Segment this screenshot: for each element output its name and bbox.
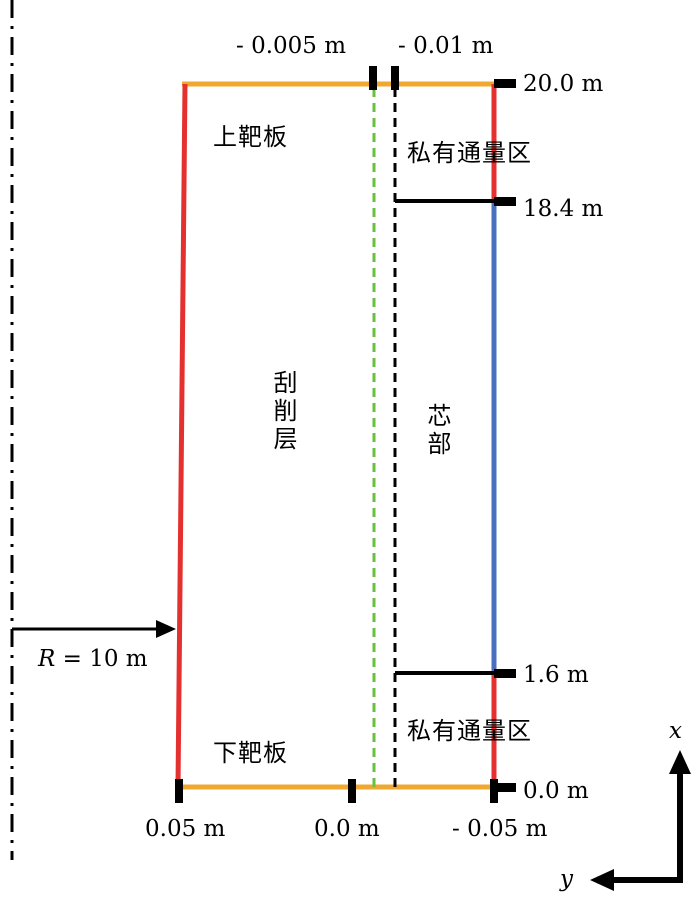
x-tick-label-20: 20.0 m	[523, 71, 604, 97]
private-flux-region-top-label: 私有通量区	[407, 139, 532, 167]
x-tick-marker-18-4	[494, 197, 516, 206]
x-tick-label-0: 0.0 m	[523, 778, 589, 804]
y-axis-label: y	[560, 866, 573, 892]
y-tick-marker-left	[175, 779, 183, 803]
y-tick-label-right: - 0.05 m	[452, 816, 548, 842]
y-tick-marker-right	[490, 779, 498, 803]
outer-wall-line	[175, 83, 188, 788]
marker-top-black	[391, 66, 399, 90]
marker-top-green	[369, 66, 377, 90]
x-tick-marker-20	[494, 79, 516, 88]
private-flux-region-bottom-label: 私有通量区	[407, 717, 532, 745]
y-tick-label-middle: 0.0 m	[314, 816, 380, 842]
x-axis-arrow-head	[669, 750, 691, 774]
lower-target-label: 下靶板	[213, 739, 288, 767]
radius-label: R = 10 m	[38, 648, 148, 671]
radius-arrow-head	[156, 620, 176, 638]
x-axis-label: x	[669, 718, 682, 744]
y-tick-marker-middle	[348, 779, 356, 803]
y-axis-arrow-head	[590, 869, 614, 891]
x-tick-label-1-6: 1.6 m	[523, 662, 589, 688]
core-region-label: 芯部	[423, 403, 451, 459]
top-label-left: - 0.005 m	[236, 33, 347, 59]
scrape-off-layer-label: 刮削层	[269, 370, 297, 454]
x-tick-marker-1-6	[494, 669, 516, 678]
upper-target-label: 上靶板	[213, 123, 288, 151]
radius-value: = 10 m	[55, 646, 148, 672]
top-label-right: - 0.01 m	[398, 33, 494, 59]
radius-symbol: R	[38, 646, 56, 672]
y-tick-label-left: 0.05 m	[145, 816, 226, 842]
x-tick-label-18-4: 18.4 m	[523, 196, 604, 222]
x-tick-marker-0	[494, 783, 516, 792]
